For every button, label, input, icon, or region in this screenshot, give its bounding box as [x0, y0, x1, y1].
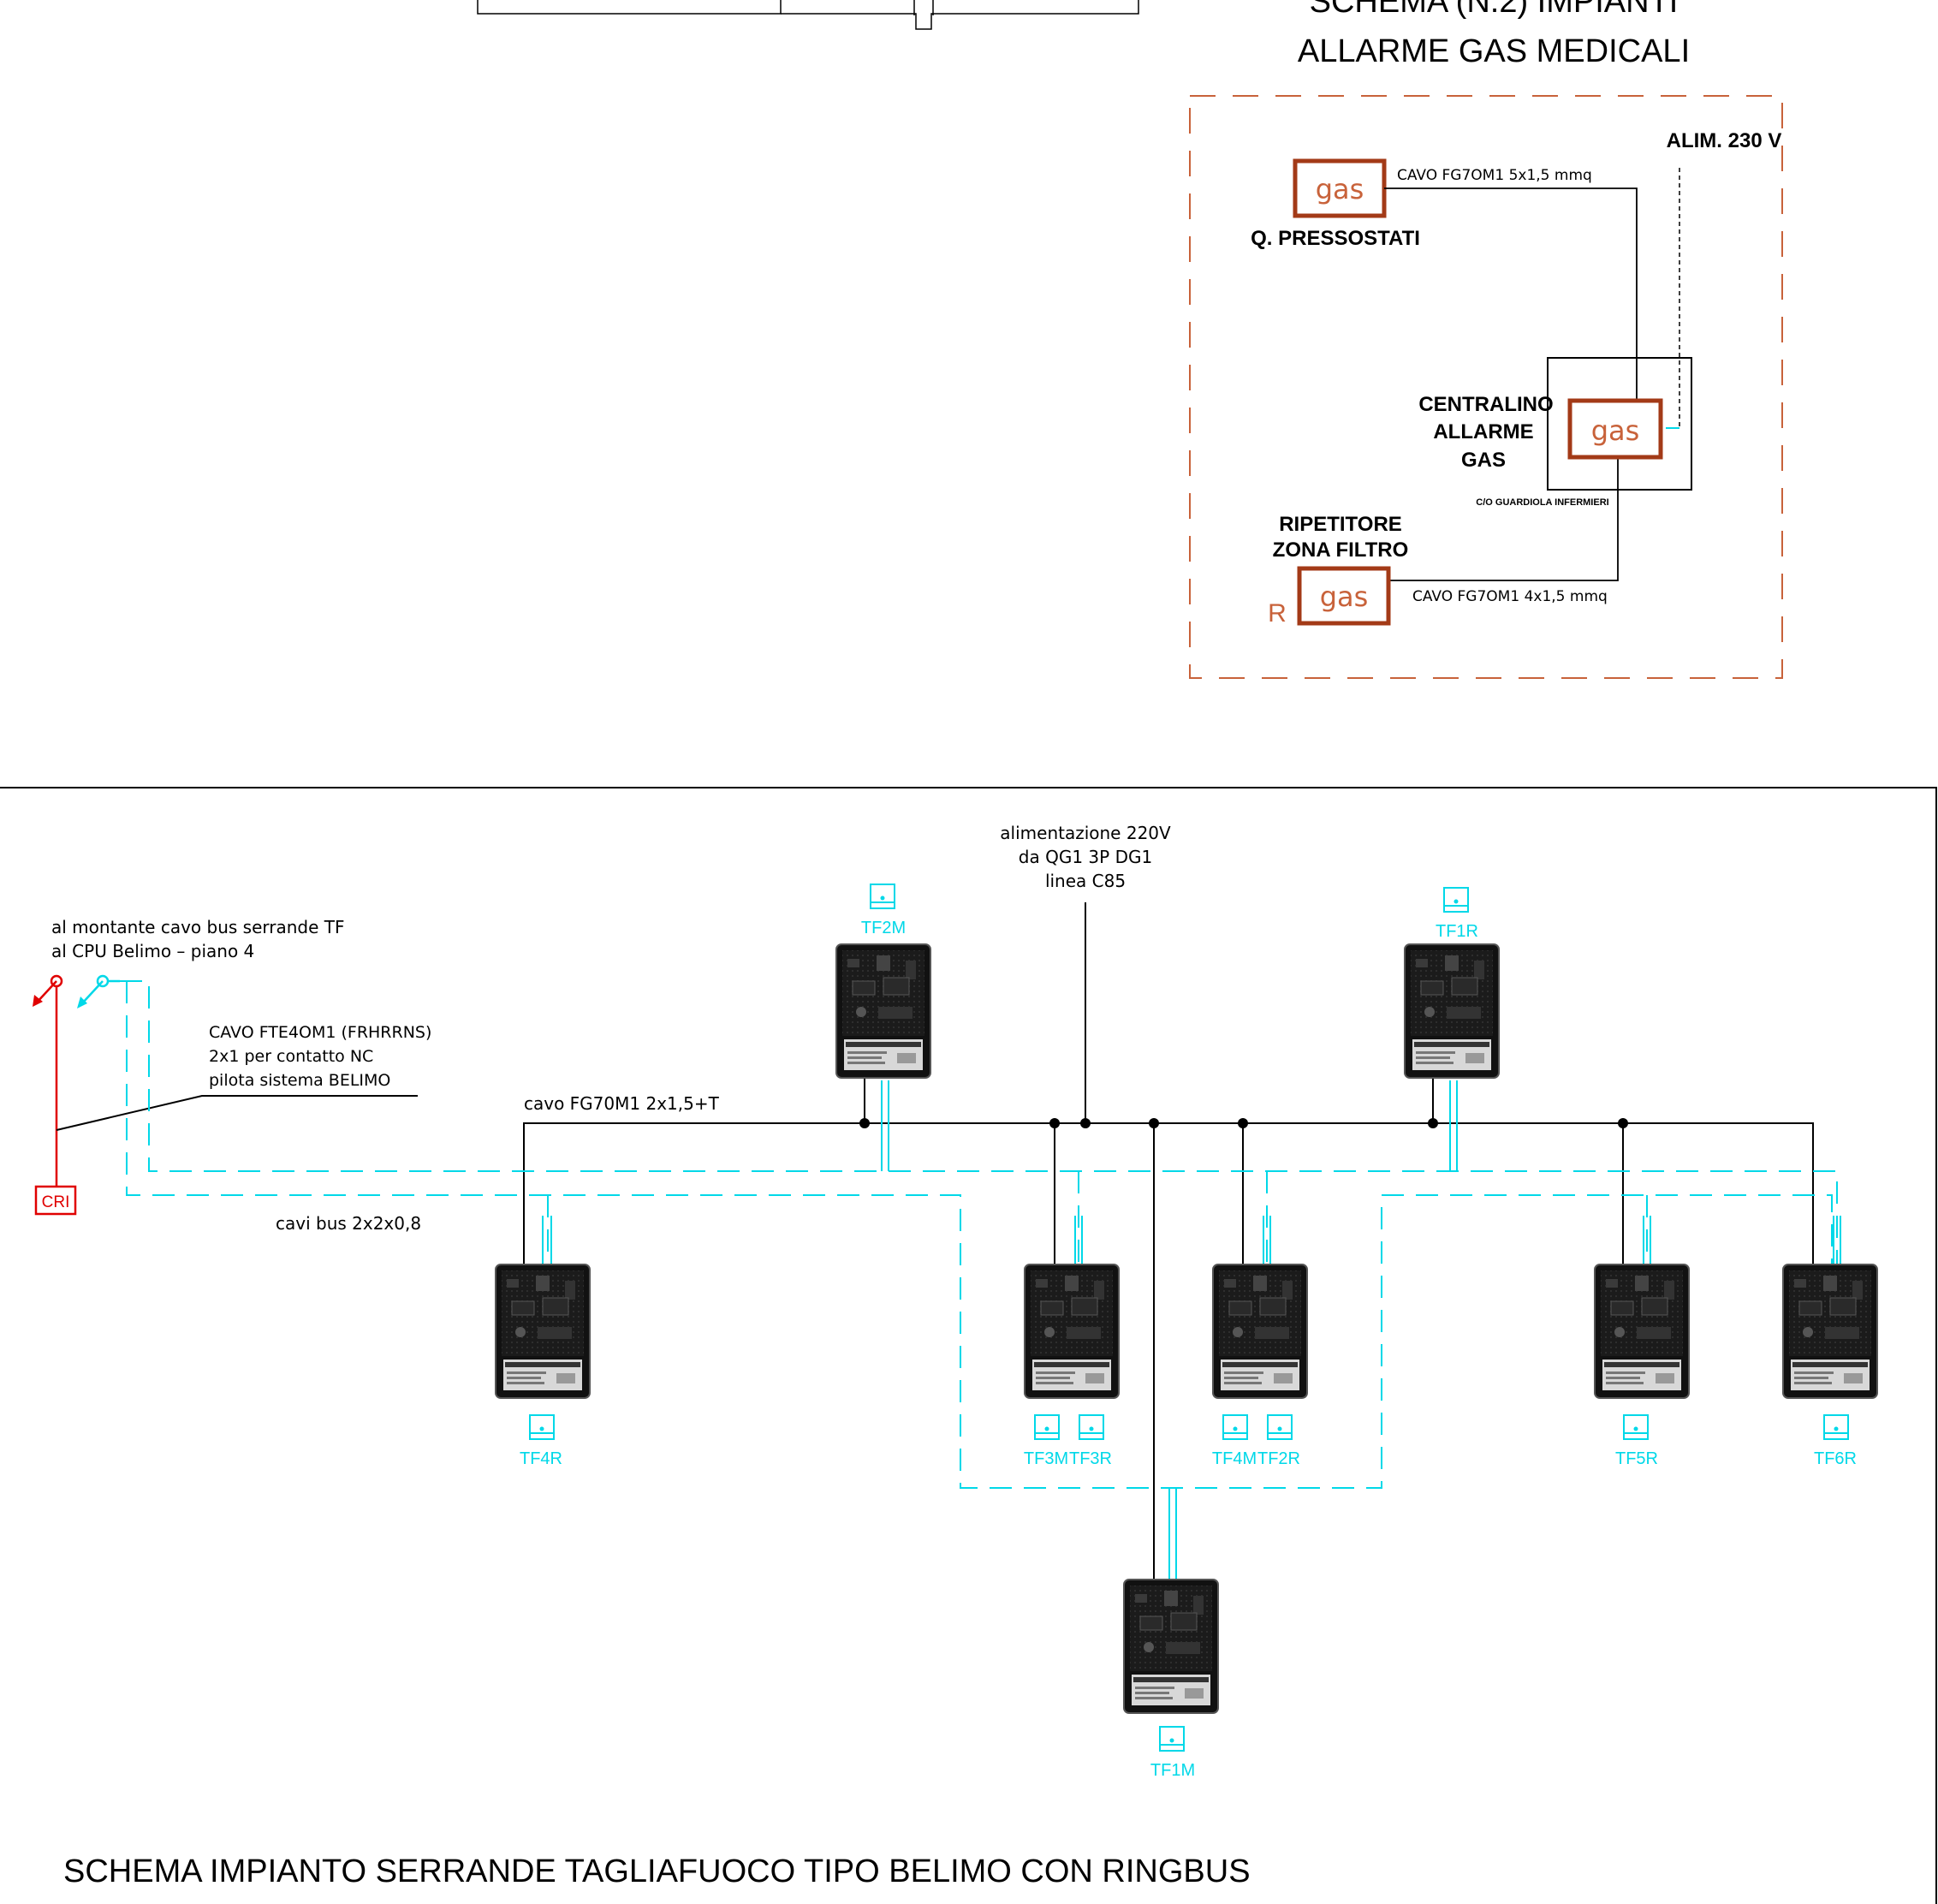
- belimo-schema-title: SCHEMA IMPIANTO SERRANDE TAGLIAFUOCO TIP…: [63, 1853, 1251, 1889]
- bus-cables: [120, 980, 1838, 1489]
- fte-leader: [56, 1095, 418, 1131]
- damper-label-tf3m: TF3M: [1024, 1449, 1068, 1468]
- damper-label-tf6r: TF6R: [1814, 1449, 1857, 1468]
- stf-symbol-tf6r: [1823, 1414, 1849, 1440]
- stf-symbol-tf4r: [529, 1414, 555, 1440]
- centralino-label-3: GAS: [1461, 449, 1506, 472]
- bus-cable-label: cavi bus 2x2x0,8: [276, 1213, 421, 1234]
- montante-label-1: al montante cavo bus serrande TF: [51, 917, 345, 937]
- gas-schema-title-line2: ALLARME GAS MEDICALI: [1298, 33, 1690, 69]
- actuator-tf4m-tf2r: [1212, 1264, 1308, 1399]
- actuator-tf4r: [495, 1264, 591, 1399]
- damper-label-tf2r: TF2R: [1257, 1449, 1300, 1468]
- gas-box-pressostati-text: gas: [1316, 173, 1364, 205]
- gas-box-centralino-text: gas: [1591, 414, 1640, 447]
- stf-symbol-tf3r: [1079, 1414, 1104, 1440]
- ripetitore-label-1: RIPETITORE: [1279, 513, 1402, 536]
- cable-fte-label-2: 2x1 per contatto NC: [209, 1047, 373, 1066]
- ripetitore-label-2: ZONA FILTRO: [1273, 538, 1409, 562]
- gas-schema-boundary: [1189, 95, 1783, 679]
- damper-label-tf1r: TF1R: [1436, 922, 1478, 941]
- damper-label-tf2m: TF2M: [861, 919, 906, 937]
- damper-label-tf4r: TF4R: [520, 1449, 562, 1468]
- centralino-label-1: CENTRALINO: [1418, 393, 1553, 416]
- actuator-tf1r: [1404, 943, 1500, 1079]
- montante-label-2: al CPU Belimo – piano 4: [51, 941, 254, 961]
- gas-schema-title-line1: SCHEMA (N.2) IMPIANTI: [1310, 0, 1679, 20]
- cable-bottom-label: CAVO FG7OM1 4x1,5 mmq: [1412, 588, 1608, 605]
- pressostati-label: Q. PRESSOSTATI: [1251, 227, 1420, 250]
- belimo-schema-frame: [0, 787, 1937, 1904]
- centralino-label-2: ALLARME: [1433, 420, 1533, 443]
- actuator-tf1m: [1123, 1579, 1219, 1714]
- floorplan-fragment: [477, 0, 1139, 30]
- actuator-tf3m-tf3r: [1024, 1264, 1120, 1399]
- cable-fte-label-1: CAVO FTE4OM1 (FRHRRNS): [209, 1023, 431, 1042]
- stf-symbol-tf5r: [1623, 1414, 1649, 1440]
- alim-220v-label-2: da QG1 3P DG1: [1019, 847, 1152, 867]
- actuator-tf5r: [1594, 1264, 1690, 1399]
- bus-arrow-symbol: [77, 974, 120, 1009]
- alim-220v-label-1: alimentazione 220V: [1000, 823, 1171, 843]
- damper-label-tf4m: TF4M: [1212, 1449, 1257, 1468]
- stf-symbol-tf2m: [870, 884, 895, 909]
- alim-feed-line: [1666, 168, 1680, 429]
- damper-label-tf3r: TF3R: [1069, 1449, 1112, 1468]
- cri-label: CRI: [42, 1193, 70, 1211]
- cri-symbol: CRI: [33, 974, 77, 1216]
- actuator-tf2m: [835, 943, 931, 1079]
- bus-drops: [542, 1080, 1841, 1579]
- stf-symbol-tf1r: [1443, 887, 1469, 913]
- damper-labels: TF2M TF1R TF4R TF3M TF3R TF4M TF2R TF5R …: [520, 884, 1857, 1780]
- centralino-enclosure: [1547, 357, 1692, 491]
- cable-top-label: CAVO FG7OM1 5x1,5 mmq: [1397, 167, 1592, 184]
- stf-symbol-tf3m: [1034, 1414, 1060, 1440]
- power-bus: [523, 902, 1814, 1579]
- damper-label-tf5r: TF5R: [1615, 1449, 1658, 1468]
- stf-symbol-tf4m: [1222, 1414, 1248, 1440]
- actuator-tf6r: [1782, 1264, 1878, 1399]
- power-bus-junctions: [859, 1118, 1628, 1128]
- cable-fte-label-3: pilota sistema BELIMO: [209, 1071, 390, 1090]
- gas-box-centralino: [1567, 398, 1663, 460]
- stf-symbol-tf1m: [1159, 1726, 1185, 1752]
- gas-box-ripetitore-text: gas: [1320, 580, 1369, 613]
- gas-box-ripetitore: [1297, 566, 1391, 626]
- stf-symbol-tf2r: [1267, 1414, 1293, 1440]
- cable-fg-label: cavo FG70M1 2x1,5+T: [524, 1093, 720, 1114]
- alim-220v-label-3: linea C85: [1045, 871, 1126, 891]
- gas-wires: [1384, 187, 1638, 581]
- repeater-letter: R: [1268, 599, 1287, 628]
- alim-230v-label: ALIM. 230 V: [1667, 129, 1782, 152]
- damper-label-tf1m: TF1M: [1150, 1761, 1195, 1780]
- guardiola-label: C/O GUARDIOLA INFERMIERI: [1476, 497, 1608, 508]
